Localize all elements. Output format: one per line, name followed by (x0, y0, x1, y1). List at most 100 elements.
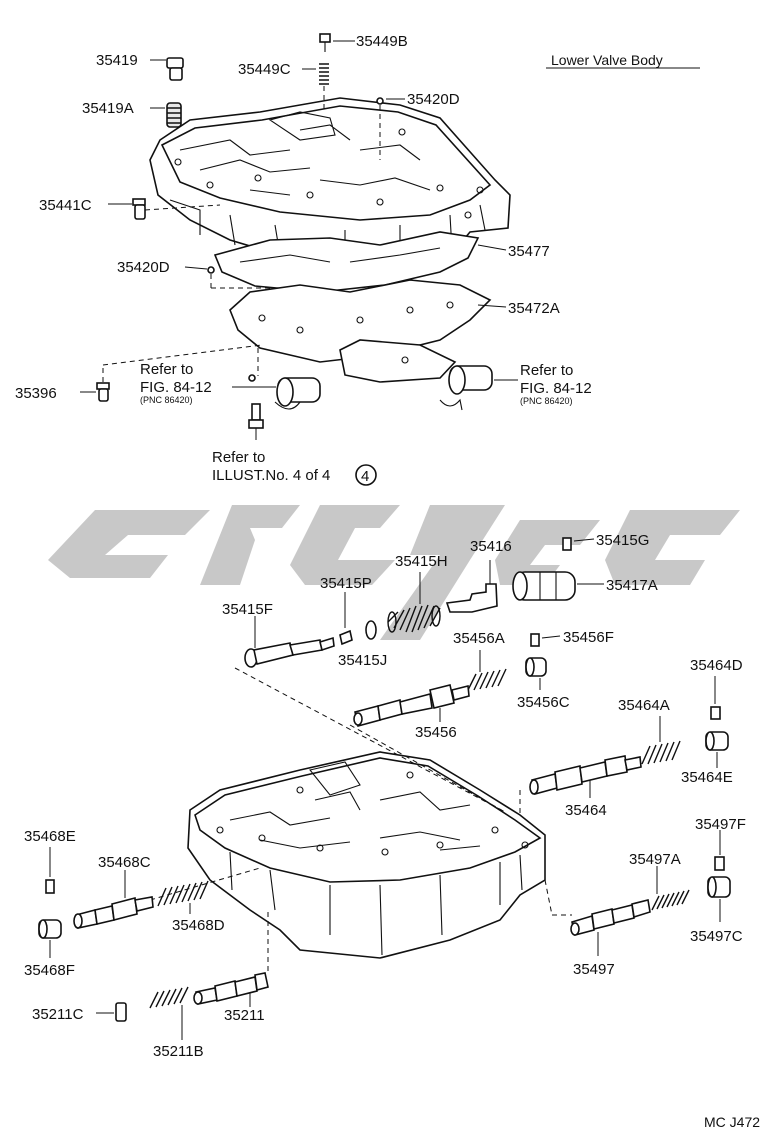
label-35464E[interactable]: 35464E (681, 769, 733, 786)
washer-35415P (365, 620, 377, 640)
ref-left-line1[interactable]: Refer to (140, 361, 193, 378)
ref-bottom-line1[interactable]: Refer to (212, 449, 265, 466)
label-35415J[interactable]: 35415J (338, 652, 387, 669)
label-35456F[interactable]: 35456F (563, 629, 614, 646)
valve-35416 (445, 583, 498, 613)
label-35477[interactable]: 35477 (508, 243, 550, 260)
spring-35415H (387, 604, 441, 633)
label-35464D[interactable]: 35464D (690, 657, 743, 674)
label-35419A[interactable]: 35419A (82, 100, 134, 117)
label-35468E[interactable]: 35468E (24, 828, 76, 845)
spring-35449C (319, 63, 329, 85)
ball-35420D-mid (207, 266, 215, 274)
spring-35419A (166, 102, 182, 128)
watermark-logo (48, 505, 740, 640)
label-35472A[interactable]: 35472A (508, 300, 560, 317)
label-35468D[interactable]: 35468D (172, 917, 225, 934)
valve-35497 (570, 899, 651, 936)
label-35419[interactable]: 35419 (96, 52, 138, 69)
plug-35441C (132, 198, 146, 220)
plate-35472A (229, 279, 492, 383)
label-35456C[interactable]: 35456C (517, 694, 570, 711)
label-35415F[interactable]: 35415F (222, 601, 273, 618)
sleeve-35417A (512, 571, 576, 601)
ref-bottom-line2[interactable]: ILLUST.No. 4 of 4 (212, 467, 330, 484)
label-35420D-top[interactable]: 35420D (407, 91, 460, 108)
lower-valve-body (187, 751, 546, 959)
dash-35497-align (544, 879, 553, 916)
label-35441C[interactable]: 35441C (39, 197, 92, 214)
label-35211C[interactable]: 35211C (32, 1006, 84, 1023)
label-35417A[interactable]: 35417A (606, 577, 658, 594)
valve-35415F (244, 636, 335, 668)
plug-35468F (38, 919, 62, 939)
drawing-code: MC J472 (704, 1114, 760, 1130)
label-35211[interactable]: 35211 (224, 1007, 265, 1024)
leader-35415G (573, 538, 595, 542)
label-35420D-mid[interactable]: 35420D (117, 259, 170, 276)
label-35456[interactable]: 35456 (415, 724, 457, 741)
gasket-35477 (213, 231, 480, 293)
label-35415H[interactable]: 35415H (395, 553, 448, 570)
label-35456A[interactable]: 35456A (453, 630, 505, 647)
label-35464A[interactable]: 35464A (618, 697, 670, 714)
leader-35477 (477, 244, 507, 251)
solenoid-left (248, 374, 321, 410)
ref-right-line2[interactable]: FIG. 84-12 (520, 380, 592, 397)
spring-35456A (467, 668, 507, 691)
spring-35468D (157, 880, 209, 907)
leader-35472A (477, 304, 507, 308)
label-35497A[interactable]: 35497A (629, 851, 681, 868)
spring-35464A (641, 740, 681, 765)
valve-35468C (73, 896, 154, 929)
key-35464D (710, 706, 721, 720)
label-35449C[interactable]: 35449C (238, 61, 291, 78)
label-35449B[interactable]: 35449B (356, 33, 408, 50)
spring-35211B (149, 986, 189, 1009)
leader-35456F (541, 635, 561, 639)
plug-35497C (707, 876, 731, 898)
ref-left-line3: (PNC 86420) (140, 395, 193, 405)
valve-35464 (529, 755, 642, 795)
dash-valve-align-mid (349, 724, 506, 813)
label-35468F[interactable]: 35468F (24, 962, 75, 979)
label-35415P[interactable]: 35415P (320, 575, 372, 592)
label-35468C[interactable]: 35468C (98, 854, 151, 871)
label-35497F[interactable]: 35497F (695, 816, 746, 833)
ball-35420D-top (376, 97, 384, 105)
label-35211B[interactable]: 35211B (153, 1043, 204, 1060)
upper-valve-body (149, 97, 511, 273)
valve-35456 (353, 684, 470, 727)
spring-35497A (651, 889, 690, 911)
key-35468E (45, 879, 55, 894)
label-35464[interactable]: 35464 (565, 802, 607, 819)
ref-right-line1[interactable]: Refer to (520, 362, 573, 379)
solenoid-right (439, 365, 493, 411)
label-35396[interactable]: 35396 (15, 385, 57, 402)
key-35415G (562, 537, 572, 551)
label-35497[interactable]: 35497 (573, 961, 615, 978)
bolt-bottom (248, 403, 264, 429)
label-35497C[interactable]: 35497C (690, 928, 743, 945)
label-35416[interactable]: 35416 (470, 538, 512, 555)
plug-35419 (166, 57, 184, 81)
label-35415G[interactable]: 35415G (596, 532, 649, 549)
key-35211C (115, 1002, 127, 1022)
plug-35456C (525, 657, 547, 677)
ref-bottom-circle (355, 464, 377, 486)
dash-35441C (144, 204, 221, 211)
plug-35464E (705, 731, 729, 751)
diagram-title: Lower Valve Body (551, 52, 663, 68)
ref-bottom-circle-num: 4 (361, 468, 369, 485)
ref-right-line3: (PNC 86420) (520, 396, 573, 406)
key-35497F (714, 856, 725, 871)
clip-35415J (339, 629, 353, 646)
valve-35211 (193, 972, 269, 1005)
plug-35396 (96, 382, 110, 402)
leader-35420D-mid (184, 266, 208, 270)
ref-left-line2[interactable]: FIG. 84-12 (140, 379, 212, 396)
bolt-35449B (319, 33, 331, 52)
dash-valve-align-left (234, 667, 506, 813)
key-35456F (530, 633, 540, 647)
